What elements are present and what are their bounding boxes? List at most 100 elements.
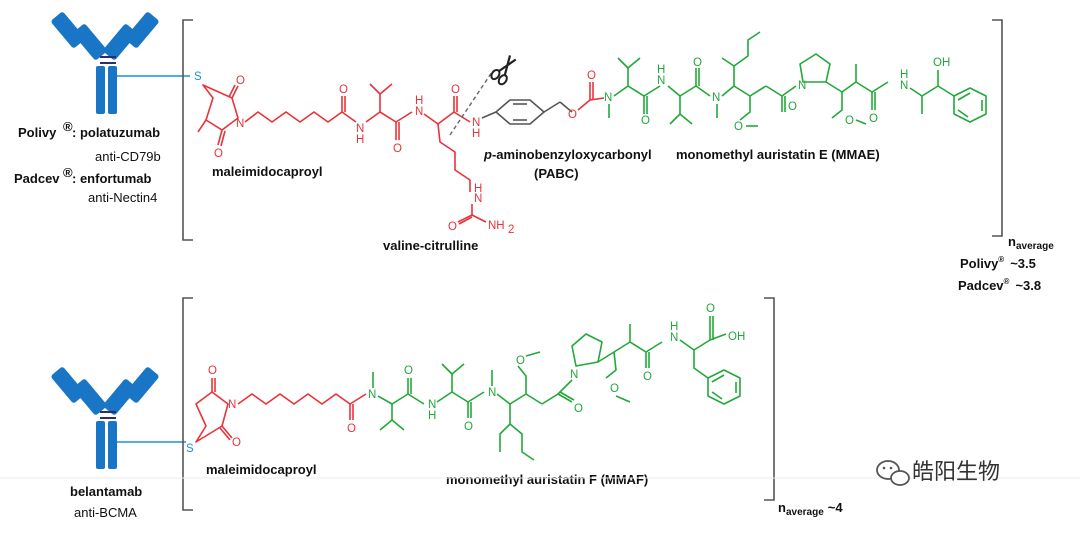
n-average-top: naverage: [1008, 234, 1054, 252]
drug1-target: anti-CD79b: [95, 149, 161, 164]
atom-o: O: [339, 84, 348, 96]
n-average-bottom: naverage ~4: [778, 500, 843, 518]
atom-h: H: [657, 64, 665, 76]
registered-mark: ®: [63, 119, 73, 134]
dar2: Padcev®~3.8: [958, 277, 1041, 293]
payload-label-bottom: monomethyl auristatin F (MMAF): [446, 472, 648, 487]
atom-n: N: [712, 92, 720, 104]
payload-label-top: monomethyl auristatin E (MMAE): [676, 147, 880, 162]
atom-n: N: [474, 193, 482, 205]
atom-n: N: [236, 118, 244, 130]
drug1-brand: Polivy: [18, 125, 57, 140]
antibody-name: belantamab: [70, 484, 142, 499]
atom-h: H: [356, 134, 364, 146]
dar-value: ~4: [828, 500, 844, 515]
atom-subscript: 2: [508, 224, 514, 236]
atom-n: N: [798, 80, 806, 92]
atom-o: O: [448, 221, 457, 233]
n-symbol: n: [1008, 234, 1016, 249]
atom-n: N: [670, 332, 678, 344]
atom-o: O: [393, 143, 402, 155]
atom-h: H: [415, 95, 423, 107]
watermark-text: 皓阳生物: [912, 460, 1000, 485]
atom-o: O: [236, 75, 245, 87]
atom-oh: OH: [728, 331, 745, 343]
atom-o: O: [587, 70, 596, 82]
atom-s: S: [186, 443, 194, 455]
atom-s: S: [194, 71, 202, 83]
atom-n: N: [356, 123, 364, 135]
atom-n: N: [368, 389, 376, 401]
atom-o: O: [574, 403, 583, 415]
atom-nh2: NH: [488, 220, 505, 232]
atom-o: O: [845, 115, 854, 127]
atom-o: O: [869, 113, 878, 125]
spacer-label: p-aminobenzyloxycarbonyl: [483, 147, 652, 162]
atom-o: O: [643, 371, 652, 383]
atom-o: O: [347, 423, 356, 435]
mmaf-structure: N O N H O N O O N: [368, 303, 745, 461]
registered-mark: ®: [63, 165, 73, 180]
atom-o: O: [451, 84, 460, 96]
drug2-brand: Padcev: [14, 171, 60, 186]
drug2-name: : enfortumab: [72, 171, 152, 186]
atom-n: N: [570, 369, 578, 381]
atom-n: N: [488, 387, 496, 399]
atom-o: O: [693, 57, 702, 69]
mmae-structure: N O H N O N O O: [604, 31, 987, 133]
linker2-label: valine-citrulline: [383, 238, 478, 253]
atom-o: O: [641, 115, 650, 127]
drug1-name: : polatuzumab: [72, 125, 160, 140]
atom-h: H: [428, 410, 436, 422]
n-symbol: n: [778, 500, 786, 515]
antibody-target: anti-BCMA: [74, 505, 137, 520]
atom-h: H: [472, 128, 480, 140]
dar1-brand: Polivy: [960, 256, 999, 271]
dar1-value: ~3.5: [1010, 256, 1036, 271]
left-bracket: [182, 19, 193, 241]
wechat-icon: [876, 460, 910, 486]
maleimidocaproyl-structure-bottom: S O O N O: [186, 365, 367, 455]
drug2-target: anti-Nectin4: [88, 190, 157, 205]
atom-o: O: [208, 365, 217, 377]
atom-n: N: [657, 75, 665, 87]
registered-mark: ®: [998, 255, 1004, 264]
watermark: 皓阳生物: [0, 460, 1080, 486]
atom-n: N: [415, 106, 423, 118]
atom-n: N: [428, 399, 436, 411]
antibody-icon: [51, 367, 159, 469]
spacer-label-italic: p: [483, 147, 492, 162]
pabc-structure: O O: [481, 70, 605, 125]
atom-n: N: [472, 117, 480, 129]
dar1: Polivy® ~3.5: [960, 255, 1036, 271]
atom-n: N: [604, 92, 612, 104]
scissors-icon: [490, 55, 517, 86]
dar2-brand: Padcev: [958, 278, 1004, 293]
atom-n: N: [228, 399, 236, 411]
atom-o: O: [788, 101, 797, 113]
atom-o: O: [464, 421, 473, 433]
n-subscript: average: [1016, 241, 1054, 252]
atom-h: H: [474, 183, 482, 195]
valine-citrulline-structure: O H N H N O NH 2 O N H: [365, 83, 514, 236]
left-bracket: [182, 297, 193, 511]
spacer-label-rest: -aminobenzyloxycarbonyl: [492, 147, 652, 162]
atom-oh: OH: [933, 57, 950, 69]
spacer-abbrev: (PABC): [534, 166, 579, 181]
right-bracket: [764, 297, 775, 501]
atom-o: O: [516, 355, 525, 367]
maleimidocaproyl-structure-top: S O O N O N H: [194, 71, 364, 160]
atom-h: H: [900, 69, 908, 81]
atom-o: O: [734, 121, 743, 133]
antibody-icon: [51, 12, 159, 114]
atom-o: O: [706, 303, 715, 315]
linker1-label: maleimidocaproyl: [212, 164, 323, 179]
atom-n: N: [900, 80, 908, 92]
atom-o: O: [568, 109, 577, 121]
registered-mark: ®: [1004, 277, 1010, 286]
atom-o: O: [232, 437, 241, 449]
n-subscript: average: [786, 507, 824, 518]
atom-o: O: [214, 148, 223, 160]
atom-h: H: [670, 321, 678, 333]
